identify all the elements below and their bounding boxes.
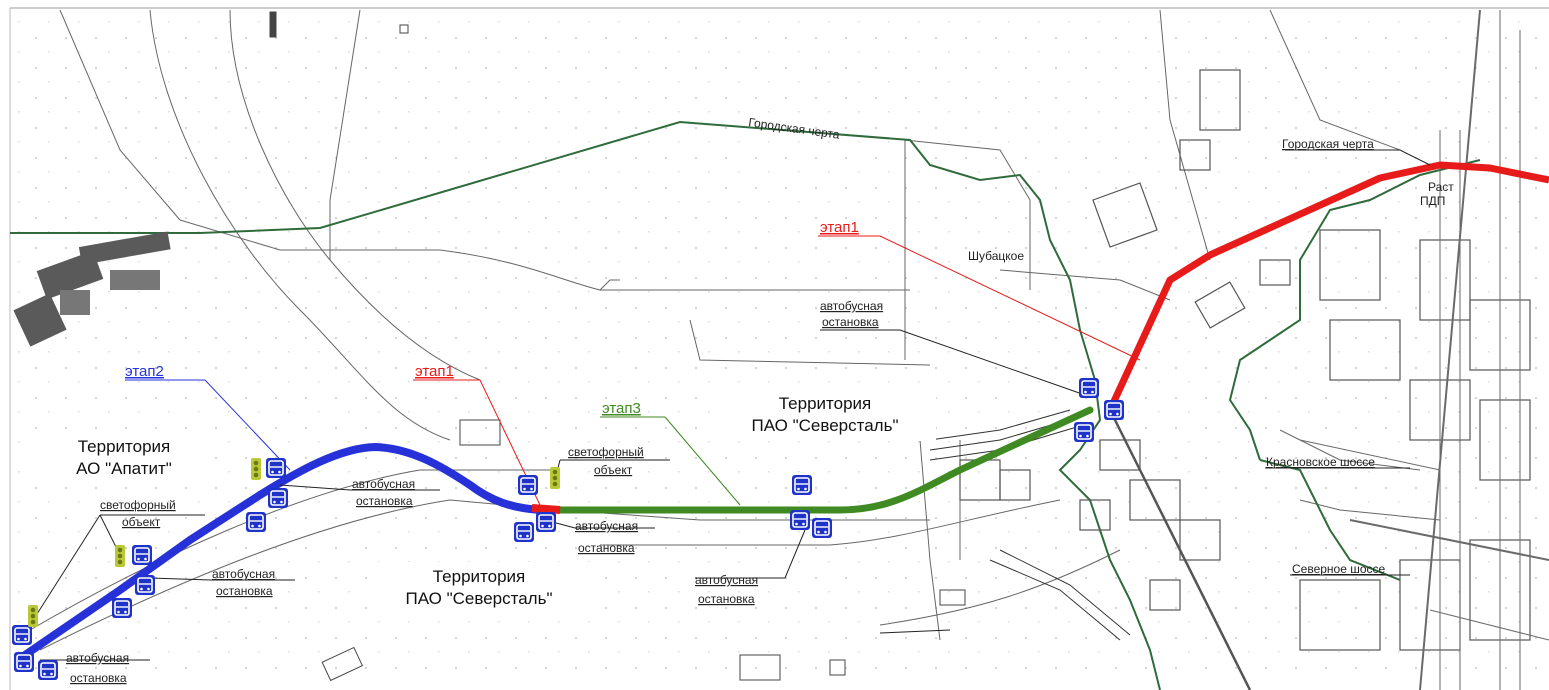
stage2-leader-diag bbox=[204, 379, 291, 471]
bus-stop-icon bbox=[812, 518, 832, 538]
territory-severstal-right-line1: Территория bbox=[778, 394, 872, 413]
callout-traffic-light-a: светофорный объект bbox=[100, 498, 176, 529]
traffic-light-icon bbox=[251, 458, 261, 480]
bus-stop-icon bbox=[132, 545, 152, 565]
traffic-light-icon bbox=[550, 467, 560, 489]
territory-severstal-right-line2: ПАО "Северсталь" bbox=[751, 416, 899, 435]
label-rast: Раст bbox=[1428, 180, 1454, 194]
callout-bus-stop-top-line1: автобусная bbox=[820, 299, 883, 313]
traffic-light-icon bbox=[115, 545, 125, 567]
misc-structures bbox=[269, 11, 966, 682]
bus-stop-icon bbox=[514, 522, 534, 542]
label-krasnoye-shosse: Красновское шоссе bbox=[1266, 455, 1375, 469]
callout-bus-stop-b-line1: автобусная bbox=[352, 477, 415, 491]
callout-bus-stop-b-line2: остановка bbox=[356, 494, 413, 508]
industrial-area-left bbox=[13, 231, 171, 347]
callout-bus-stop-d: автобусная остановка bbox=[212, 567, 275, 598]
bus-stop-icon bbox=[518, 475, 538, 495]
bus-stop-icon bbox=[792, 475, 812, 495]
callout-bus-stop-f-line2: остановка bbox=[70, 671, 127, 685]
stage3-leader-diag bbox=[664, 416, 741, 506]
dense-grid-right bbox=[1299, 9, 1549, 690]
stage1-mid-label: этап1 bbox=[415, 363, 454, 380]
callout-bus-stop-f-line1: автобусная bbox=[66, 651, 129, 665]
label-shubatskoe: Шубацкое bbox=[968, 249, 1024, 263]
stage3-label: этап3 bbox=[602, 400, 641, 417]
bus-stop-icon bbox=[135, 575, 155, 595]
stage3-route bbox=[536, 406, 1094, 514]
stage1-route-short bbox=[531, 504, 561, 514]
territory-apatit-line2: АО "Апатит" bbox=[76, 459, 172, 478]
bus-stop-icon bbox=[266, 458, 286, 478]
bus-stop-icon bbox=[536, 512, 556, 532]
stage1-route-main bbox=[1106, 161, 1549, 412]
callout-traffic-light-a-line2: объект bbox=[122, 515, 161, 529]
territory-severstal-right: Территория ПАО "Северсталь" bbox=[714, 389, 936, 441]
dense-area-center-right bbox=[959, 409, 1252, 690]
territory-severstal-center-line2: ПАО "Северсталь" bbox=[405, 589, 553, 608]
callout-bus-stop-f: автобусная остановка bbox=[66, 651, 129, 685]
bus-stop-icon bbox=[112, 598, 132, 618]
stage1-top-label: этап1 bbox=[820, 219, 859, 236]
bus-stop-icon bbox=[1074, 422, 1094, 442]
label-city-limit-right: Городская черта bbox=[1282, 137, 1374, 151]
territory-severstal-center-line1: Территория bbox=[432, 567, 526, 586]
bus-stop-icon bbox=[790, 510, 810, 530]
callout-leaders bbox=[29, 149, 1431, 661]
callout-bus-stop-c: автобусная остановка bbox=[575, 519, 638, 555]
callout-bus-stop-c-line1: автобусная bbox=[575, 519, 638, 533]
callout-bus-stop-e-line1: автобусная bbox=[695, 573, 758, 587]
territory-apatit-line1: Территория bbox=[77, 437, 171, 456]
label-pdpl: ПДП bbox=[1420, 194, 1445, 208]
callout-traffic-light-b: светофорный объект bbox=[568, 445, 644, 477]
callout-traffic-light-b-line1: светофорный bbox=[568, 445, 644, 459]
traffic-light-icon bbox=[28, 605, 38, 627]
callout-bus-stop-b: автобусная остановка bbox=[352, 477, 415, 508]
callout-bus-stop-top: автобусная остановка bbox=[820, 299, 883, 329]
territory-apatit: Территория АО "Апатит" bbox=[34, 432, 214, 484]
bus-stop-icon bbox=[246, 512, 266, 532]
stage2-route bbox=[21, 442, 544, 659]
callout-traffic-light-a-line1: светофорный bbox=[100, 498, 176, 512]
callout-bus-stop-e-line2: остановка bbox=[698, 592, 755, 606]
bus-stop-icon bbox=[1079, 378, 1099, 398]
bus-stop-icon bbox=[268, 488, 288, 508]
bus-stop-icon bbox=[12, 625, 32, 645]
stage2-label: этап2 bbox=[125, 363, 164, 380]
bus-stop-icon bbox=[38, 660, 58, 680]
callout-bus-stop-d-line1: автобусная bbox=[212, 567, 275, 581]
callout-bus-stop-e: автобусная остановка bbox=[695, 573, 758, 606]
callout-bus-stop-top-line2: остановка bbox=[822, 315, 879, 329]
label-severnoe-shosse: Северное шоссе bbox=[1292, 562, 1386, 576]
bus-stop-icon bbox=[14, 652, 34, 672]
bus-stop-icon bbox=[1104, 400, 1124, 420]
callout-bus-stop-d-line2: остановка bbox=[216, 584, 273, 598]
territory-severstal-center: Территория ПАО "Северсталь" bbox=[368, 562, 590, 614]
stage1-top-leader-diag bbox=[879, 235, 1141, 361]
background-scatter bbox=[10, 10, 1540, 680]
callout-traffic-light-b-line2: объект bbox=[594, 463, 633, 477]
callout-bus-stop-c-line2: остановка bbox=[578, 541, 635, 555]
